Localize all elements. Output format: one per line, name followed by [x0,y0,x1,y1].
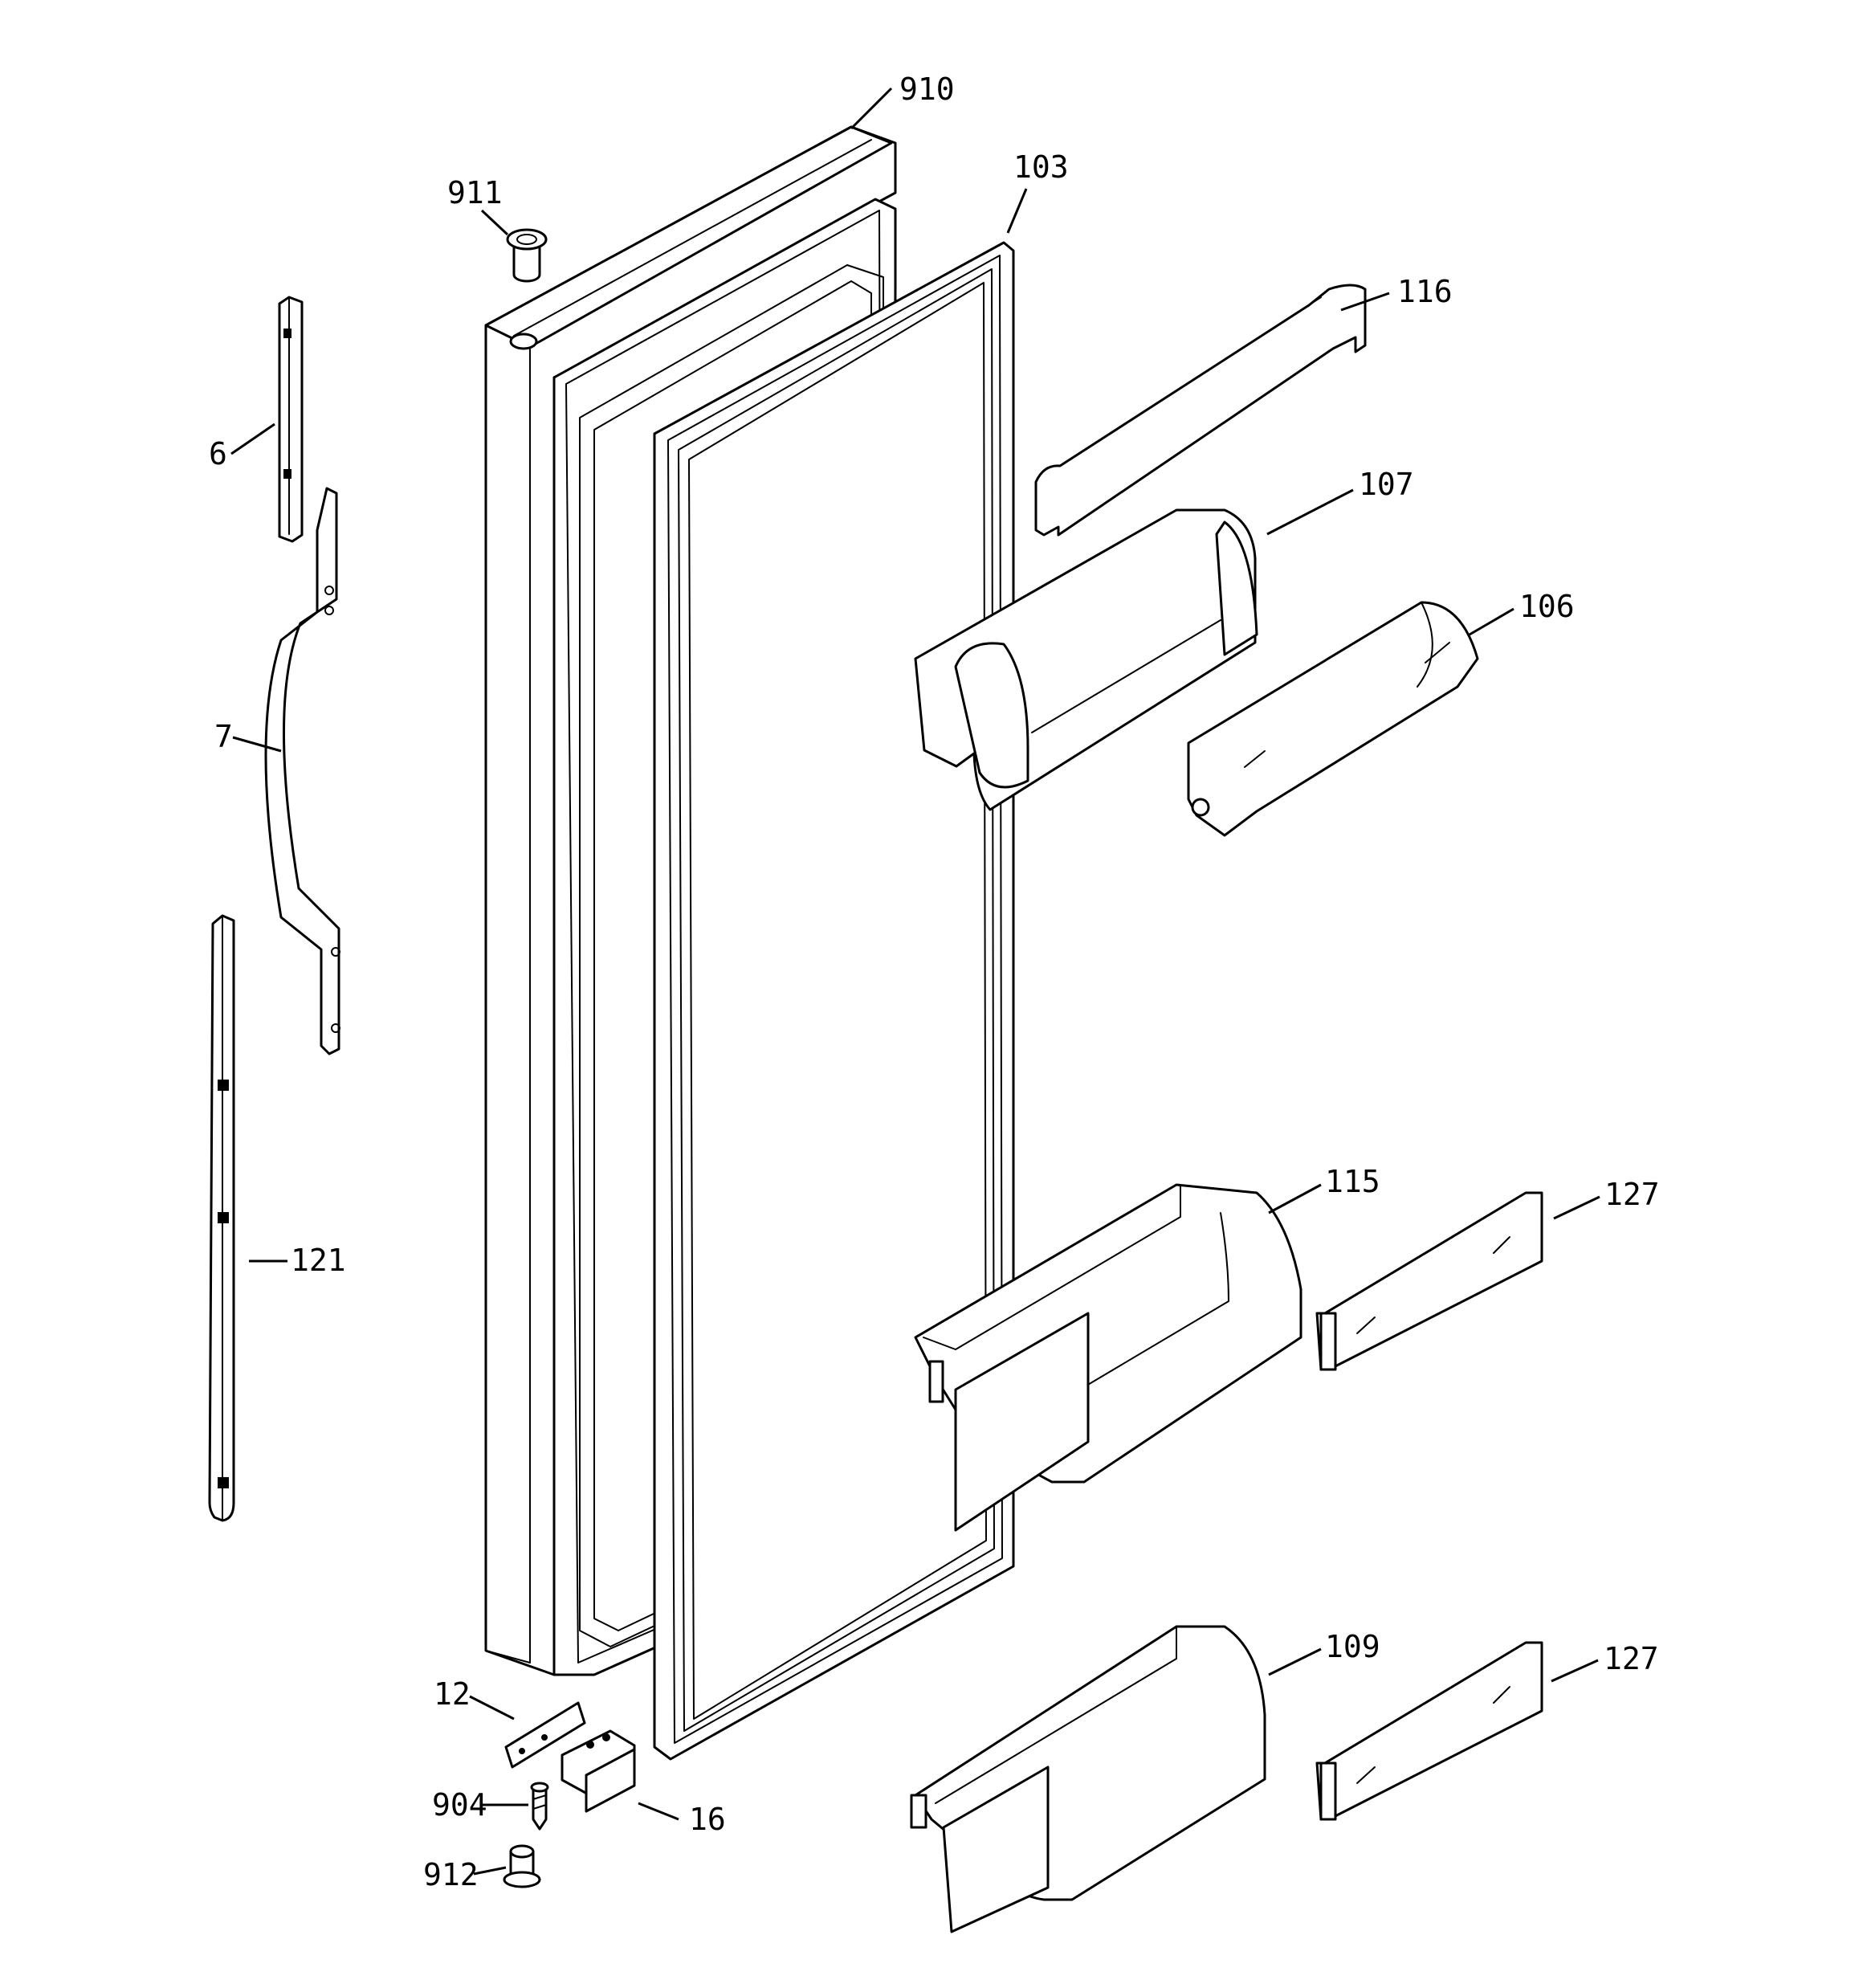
part-121-trim [208,914,235,1522]
callout-127-lower: 127 [1604,1641,1659,1676]
part-106-bin [1187,601,1479,837]
door-gasket [653,241,1015,1761]
part-911-cap [506,228,548,283]
callout-904: 904 [432,1787,487,1823]
callout-6: 6 [209,436,227,471]
callout-109: 109 [1325,1629,1380,1664]
part-16-hinge [561,1729,636,1813]
part-7-handle [264,487,340,1055]
callout-107: 107 [1359,467,1414,502]
part-109-bin [910,1625,1266,1933]
part-107-bin [914,508,1258,811]
callout-911: 911 [447,175,503,210]
callout-106: 106 [1519,589,1575,624]
leader-lines [230,87,1600,1876]
part-12-hinge-plate [504,1701,586,1769]
part-116-rail [1034,284,1367,537]
callout-116: 116 [1397,274,1453,309]
callout-910: 910 [899,71,955,107]
callout-16: 16 [689,1802,726,1837]
part-912-bushing [503,1844,541,1888]
part-127-panel-upper [1315,1191,1543,1371]
part-115-bin [914,1183,1302,1532]
callout-912: 912 [423,1857,479,1892]
callout-115: 115 [1325,1164,1380,1199]
callout-12: 12 [434,1676,471,1712]
callout-121: 121 [291,1243,346,1278]
callout-103: 103 [1013,149,1069,185]
part-6-trim [278,296,304,543]
part-127-panel-lower [1315,1641,1543,1821]
callout-127-upper: 127 [1604,1177,1660,1212]
callout-labels: 910 911 103 116 6 107 106 7 115 127 121 … [209,71,1660,1892]
callout-7: 7 [214,719,233,754]
part-904-screw [530,1782,549,1831]
